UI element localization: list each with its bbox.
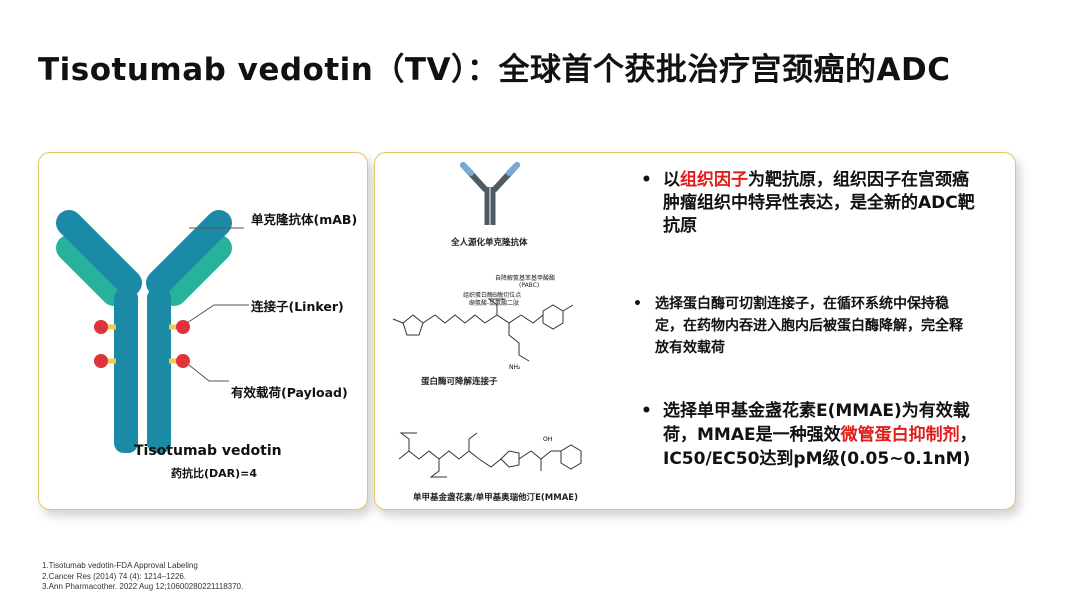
bullet-target-antigen: • 以组织因子为靶抗原，组织因子在宫颈癌肿瘤组织中特异性表达，是全新的ADC靶抗… [641, 169, 981, 238]
page-title: Tisotumab vedotin（TV）：全球首个获批治疗宫颈癌的ADC [38, 52, 951, 88]
bullet1-highlight: 组织因子 [680, 170, 748, 190]
linker-payload-right-upper [169, 320, 190, 334]
antibody-diagram-panel: 单克隆抗体(mAB) 连接子(Linker) 有效载荷(Payload) Tis… [38, 152, 368, 510]
payload-callout-line [188, 364, 229, 382]
linker-payload-left-lower [94, 354, 116, 368]
reference-item: 3.Ann Pharmacother. 2022 Aug 12;10600280… [42, 582, 244, 591]
bullet-dot: • [641, 170, 652, 190]
mechanism-panel: 全人源化单克隆抗体 NH₂ 自降解氨基苯基甲酸酯 (PABC) 组织蛋白酶B酶切… [374, 152, 1016, 510]
mmae-structure: OH [398, 432, 582, 478]
bullet-dot: • [633, 296, 642, 312]
structure-note-3: 组织蛋白酶B酶切位点 [463, 292, 522, 299]
bullet2-text: 选择蛋白酶可切割连接子，在循环系统中保持稳定，在药物内吞进入胞内后被蛋白酶降解，… [655, 296, 963, 356]
antibody-caption: 全人源化单克隆抗体 [451, 238, 528, 248]
antibody-stem [114, 288, 171, 453]
reference-item: 2.Cancer Res (2014) 74 (4): 1214–1226. [42, 571, 187, 581]
references: 1.Tisotumab vedotin-FDA Approval Labelin… [42, 561, 243, 593]
mmae-caption: 单甲基金盏花素/单甲基奥瑞他汀E(MMAE) [413, 493, 578, 503]
oh-label: OH [543, 436, 552, 443]
bullet3-highlight: 微管蛋白抑制剂 [840, 425, 960, 445]
structure-note-1: 自降解氨基苯基甲酸酯 [495, 275, 556, 282]
linker-payload-right-lower [169, 354, 190, 368]
structure-note-4: 缬氨酸-瓜氨酸二肽 [469, 300, 520, 307]
drug-name: Tisotumab vedotin [134, 443, 282, 459]
adc-antibody-diagram [56, 210, 249, 453]
linker-structure: NH₂ [392, 298, 574, 371]
bullet3-text-a: 选择单甲基金盏花素E(MMAE)为有效载荷，MMAE是一种强效 [663, 401, 970, 445]
bullet1-text-b: 为靶抗原，组织因子在宫颈癌肿瘤组织中特异性表达，是全新的ADC靶抗原 [663, 170, 975, 236]
bullet1-text-a: 以 [663, 170, 680, 190]
antibody-icon [460, 162, 520, 225]
nh2-label: NH₂ [509, 364, 521, 371]
antibody-left-arm [56, 210, 142, 306]
label-linker: 连接子(Linker) [251, 299, 344, 314]
antibody-right-arm [146, 210, 232, 306]
label-payload: 有效载荷(Payload) [231, 385, 348, 400]
dar-label: 药抗比(DAR)=4 [171, 467, 258, 480]
bullet-payload: • 选择单甲基金盏花素E(MMAE)为有效载荷，MMAE是一种强效微管蛋白抑制剂… [641, 399, 977, 471]
label-mab: 单克隆抗体(mAB) [251, 212, 358, 227]
bullet-dot: • [641, 401, 652, 421]
structure-note-2: (PABC) [519, 282, 540, 289]
bullet3-text-b: ，IC50/EC50达到pM级(0.05~0.1nM) [663, 425, 977, 469]
reference-item: 1.Tisotumab vedotin-FDA Approval Labelin… [42, 561, 198, 570]
bullet-linker: • 选择蛋白酶可切割连接子，在循环系统中保持稳定，在药物内吞进入胞内后被蛋白酶降… [633, 293, 963, 359]
linker-callout-line [186, 304, 249, 324]
linker-payload-left-upper [94, 320, 116, 334]
linker-caption: 蛋白酶可降解连接子 [421, 377, 498, 387]
